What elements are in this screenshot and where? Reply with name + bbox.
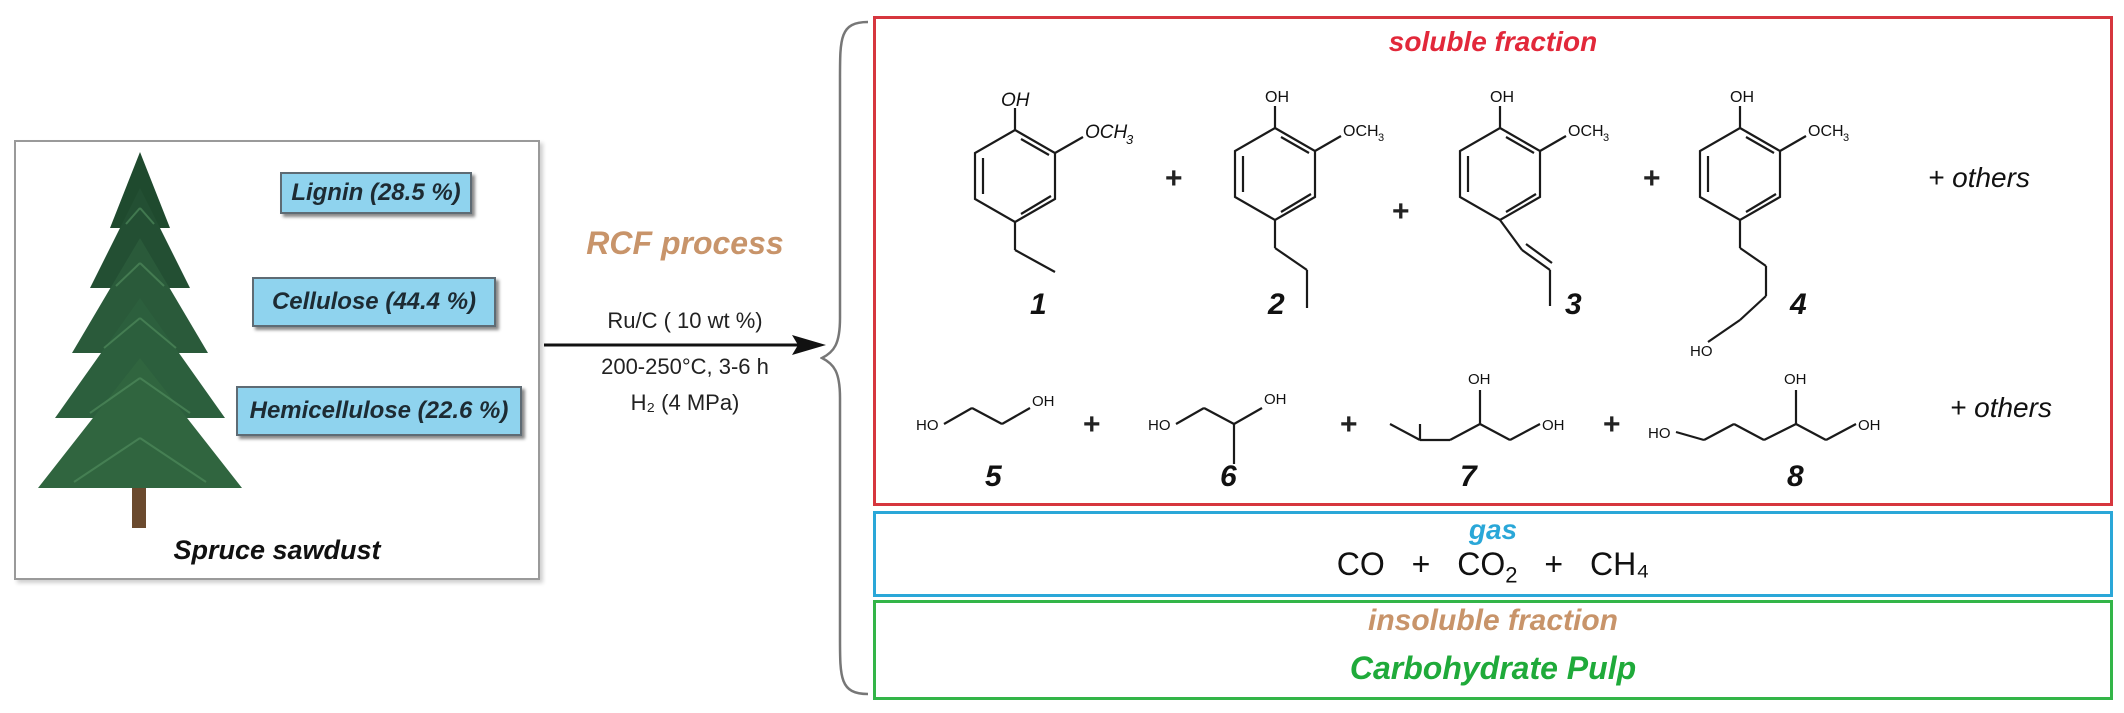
component-cellulose: Cellulose (44.4 %) <box>252 277 496 327</box>
others-label-diols: + others <box>1950 392 2052 423</box>
atom-oh: OH <box>1784 371 1807 388</box>
atom-ho: HO <box>1690 343 1713 360</box>
molecule-6-structure: HO OH <box>1148 391 1287 464</box>
formula-co2-subscript: 2 <box>1505 562 1518 588</box>
compound-number-2: 2 <box>1268 288 1285 321</box>
atom-oh: OH <box>1542 417 1565 434</box>
compound-number-5: 5 <box>985 460 1002 493</box>
atom-och3: OCH <box>1808 123 1844 140</box>
compound-number-8: 8 <box>1787 460 1804 493</box>
atom-sub3: 3 <box>1843 132 1849 144</box>
atom-oh: OH <box>1858 417 1881 434</box>
insoluble-fraction-box <box>873 600 2113 700</box>
plus-sign: + <box>1392 195 1410 228</box>
molecule-1-structure: OH OCH 3 <box>973 90 1134 273</box>
atom-oh: OH <box>1032 393 1055 410</box>
component-lignin: Lignin (28.5 %) <box>280 172 472 214</box>
process-title: RCF process <box>586 225 784 261</box>
compound-number-7: 7 <box>1460 460 1477 493</box>
atom-oh: OH <box>1001 90 1030 111</box>
gas-title: gas <box>1468 514 1518 545</box>
others-label-aromatics: + others <box>1928 162 2030 193</box>
formula-ch4: CH₄ <box>1589 546 1650 582</box>
atom-sub3: 3 <box>1378 132 1384 144</box>
atom-oh: OH <box>1265 89 1289 106</box>
condition-catalyst: Ru/C ( 10 wt %) <box>607 308 763 333</box>
atom-oh: OH <box>1468 371 1491 388</box>
compound-number-4: 4 <box>1790 288 1807 321</box>
atom-och3: OCH <box>1568 123 1604 140</box>
molecule-5-structure: HO OH <box>916 393 1055 434</box>
gas-formula: CO + CO2 + CH₄ <box>873 546 2113 588</box>
insoluble-fraction-title: insoluble fraction <box>1367 604 1619 637</box>
atom-sub3: 3 <box>1126 132 1134 147</box>
atom-oh: OH <box>1730 89 1754 106</box>
condition-temperature-time: 200-250°C, 3-6 h <box>601 354 769 379</box>
plus-sign: + <box>1165 162 1183 195</box>
formula-co2: CO <box>1457 546 1506 582</box>
soluble-fraction-title: soluble fraction <box>1388 26 1598 57</box>
plus-sign: + <box>1643 162 1661 195</box>
product-brace <box>820 20 869 696</box>
atom-ho: HO <box>1148 417 1171 434</box>
molecule-2-structure: OH OCH 3 <box>1233 89 1384 308</box>
condition-hydrogen-pressure: H₂ (4 MPa) <box>630 390 740 415</box>
molecule-3-structure: OH OCH 3 <box>1458 89 1609 306</box>
molecule-8-structure: HO OH OH <box>1648 371 1881 442</box>
atom-oh: OH <box>1264 391 1287 408</box>
formula-plus: + <box>1544 546 1564 582</box>
component-hemicellulose: Hemicellulose (22.6 %) <box>236 386 522 436</box>
compound-number-3: 3 <box>1565 288 1582 321</box>
carbohydrate-pulp-label: Carbohydrate Pulp <box>1349 650 1637 686</box>
atom-sub3: 3 <box>1603 132 1609 144</box>
plus-sign: + <box>1083 408 1101 441</box>
gas-box <box>873 511 2113 597</box>
molecule-7-structure: OH OH <box>1389 371 1565 442</box>
formula-plus: + <box>1411 546 1431 582</box>
plus-sign: + <box>1340 408 1358 441</box>
atom-oh: OH <box>1490 89 1514 106</box>
atom-och3: OCH <box>1343 123 1379 140</box>
compound-number-1: 1 <box>1030 288 1047 321</box>
compound-number-6: 6 <box>1220 460 1237 493</box>
formula-co: CO <box>1336 546 1385 582</box>
spruce-tree-icon <box>38 152 242 528</box>
atom-och3: OCH <box>1085 122 1128 143</box>
atom-ho: HO <box>916 417 939 434</box>
reaction-arrow <box>544 335 826 355</box>
plus-sign: + <box>1603 408 1621 441</box>
feedstock-label: Spruce sawdust <box>173 535 381 565</box>
atom-ho: HO <box>1648 425 1671 442</box>
soluble-fraction-box <box>873 16 2113 506</box>
molecule-4-structure: OH OCH 3 HO <box>1690 89 1849 360</box>
